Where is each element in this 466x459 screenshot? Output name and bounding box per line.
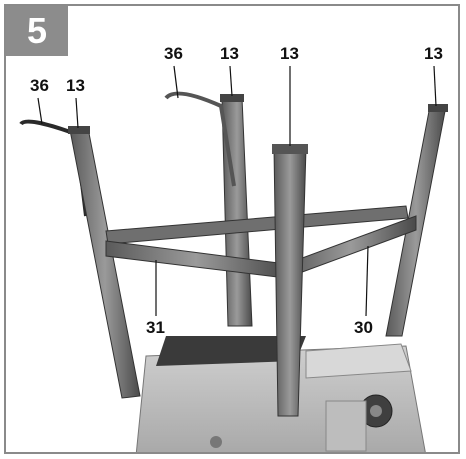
callout-leg-back-right: 13 xyxy=(424,44,443,63)
callout-leg-left: 13 xyxy=(66,76,85,95)
figure-frame: 5 36 13 36 13 13 13 31 30 xyxy=(4,4,460,454)
leader-lines xyxy=(37,65,437,317)
leg-front-center xyxy=(272,144,308,417)
handle-center xyxy=(164,91,236,187)
callout-bar-31: 31 xyxy=(146,318,165,337)
callout-leg-front-center: 13 xyxy=(280,44,299,63)
leg-front-left xyxy=(68,126,141,399)
step-number-badge: 5 xyxy=(6,6,68,56)
leg-back-right xyxy=(385,104,448,337)
callout-handle-center: 36 xyxy=(164,44,183,63)
stand-illustration xyxy=(19,65,448,452)
callout-handle-left: 36 xyxy=(30,76,49,95)
frame-bars xyxy=(105,205,417,279)
callout-bar-30: 30 xyxy=(354,318,373,337)
callout-leg-back-center: 13 xyxy=(220,44,239,63)
